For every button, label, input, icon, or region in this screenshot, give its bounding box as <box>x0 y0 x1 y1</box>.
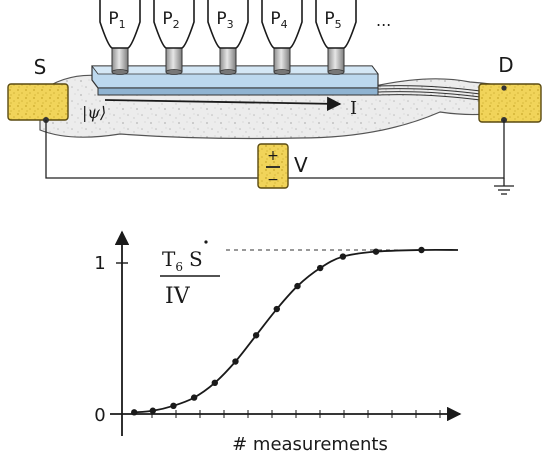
battery-plus: + <box>267 148 279 164</box>
state-label: |ψ⟩ <box>82 103 106 122</box>
probe-subscript: 5 <box>335 18 342 31</box>
data-point <box>273 305 280 313</box>
y-tick-0: 0 <box>94 405 105 426</box>
probe-4: P4 <box>261 0 303 75</box>
battery-icon: + − <box>257 143 289 189</box>
probe-letter: P <box>108 9 118 29</box>
probe-letter: P <box>216 9 226 29</box>
current-label: I <box>350 98 357 119</box>
ylabel-dot <box>204 240 208 244</box>
data-point <box>211 379 218 387</box>
probe-3: P3 <box>207 0 249 75</box>
current-arrow <box>104 96 342 111</box>
probe-letter: P <box>270 9 280 29</box>
probe-subscript: 4 <box>281 18 288 31</box>
data-point <box>149 407 156 414</box>
ylabel-num-sym: S <box>189 247 203 271</box>
ylabel-num-sub: 6 <box>175 260 183 274</box>
data-point <box>372 248 380 255</box>
series-points <box>131 246 425 416</box>
ylabel-num-main: T <box>162 247 176 271</box>
drain-label: D <box>498 53 513 77</box>
data-point <box>317 264 324 272</box>
x-axis-label: # measurements <box>232 434 388 455</box>
probe-1: P1 <box>99 0 141 75</box>
source-contact <box>7 83 69 121</box>
data-point <box>190 394 198 401</box>
circuit-wire <box>45 120 505 186</box>
data-point <box>131 409 138 416</box>
probe-letter: P <box>162 9 172 29</box>
data-point <box>252 332 260 339</box>
probe-subscript: 1 <box>119 18 126 31</box>
x-tick-group <box>151 410 441 418</box>
battery-minus: − <box>267 172 279 188</box>
source-label: S <box>34 55 47 79</box>
probe-subscript: 3 <box>227 18 234 31</box>
probe-label: P4 <box>270 9 287 31</box>
probe-label: P2 <box>162 9 179 31</box>
probe-subscript: 2 <box>173 18 180 31</box>
y-tick-1: 1 <box>94 253 105 274</box>
drain-contact <box>478 83 542 123</box>
voltage-label: V <box>294 153 308 177</box>
probe-label: P3 <box>216 9 233 31</box>
data-point <box>232 358 239 365</box>
data-point <box>294 282 301 290</box>
channel-wires <box>377 85 489 102</box>
data-point <box>170 402 177 409</box>
ground-icon <box>494 185 514 195</box>
probe-label: P5 <box>324 9 341 31</box>
data-point <box>339 253 347 260</box>
probes-ellipsis: ... <box>376 11 391 30</box>
drain-terminal-top <box>501 85 507 91</box>
probe-5: P5 <box>315 0 357 75</box>
ylabel-denominator: IV <box>165 284 191 309</box>
probe-label: P1 <box>108 9 125 31</box>
probe-2: P2 <box>153 0 195 75</box>
probe-letter: P <box>324 9 334 29</box>
series-line <box>134 248 459 414</box>
data-point <box>418 246 425 254</box>
